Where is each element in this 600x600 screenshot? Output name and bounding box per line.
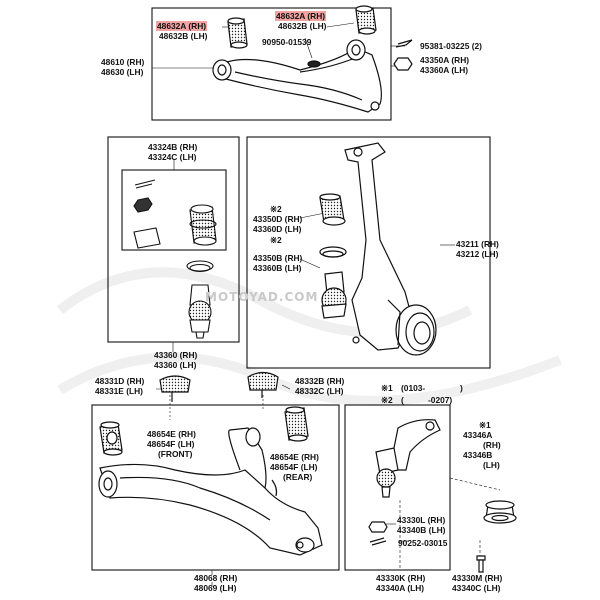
knuckle-label-rh: 43211 (RH) [456, 239, 499, 249]
lower-balljoint-box [344, 404, 451, 571]
upper-arm-box [151, 7, 392, 121]
knuckle-box [246, 136, 491, 369]
kit-label-lh: 43324C (LH) [148, 152, 197, 162]
note2-open: ( [401, 395, 404, 405]
note2-close: -0207) [428, 395, 453, 405]
upper-boot-label-rh: 43350D (RH) [253, 214, 303, 224]
note2-mark: ※2 [381, 395, 393, 405]
upper-bushing-left-label-lh: 48632B (LH) [159, 31, 208, 41]
boot-note-mark: ※1 [479, 420, 491, 430]
upper-bushing-left-label-rh: 48632A (RH) [156, 21, 208, 31]
upper-arm-label-lh: 48630 (LH) [101, 67, 144, 77]
lower-balljoint-label-rh: 43330K (RH) [376, 573, 426, 583]
rear-bushing-label-lh: 48654F (LH) [270, 462, 318, 472]
bumper-right-label-rh: 48332B (RH) [295, 376, 345, 386]
kit-label-rh: 43324B (RH) [148, 142, 198, 152]
upper-nut-label-lh: 43360A (LH) [420, 65, 469, 75]
upper-bushing-right-label-lh: 48632B (LH) [278, 21, 327, 31]
front-bushing-label-lh: 48654F (LH) [147, 439, 195, 449]
lower-pin-label: 90252-03015 [398, 538, 448, 548]
note1-mark: ※1 [381, 383, 393, 393]
knuckle-label-lh: 43212 (LH) [456, 249, 499, 259]
note1-close: ) [460, 383, 463, 393]
front-bushing-label-rh: 48654E (RH) [147, 429, 196, 439]
lower-balljoint-label-lh: 43340A (LH) [376, 583, 425, 593]
lower-boot-note: ※2 [270, 235, 282, 245]
note1-open: (0103- [401, 383, 426, 393]
lower-boot-label-lh: 43360B (LH) [253, 263, 302, 273]
upper-balljoint-label-rh: 43360 (RH) [154, 350, 198, 360]
upper-nut-label-rh: 43350A (RH) [420, 55, 470, 65]
upper-bushing-right-label-rh: 48632A (RH) [275, 11, 327, 21]
lower-nut-label-lh: 43340B (LH) [397, 525, 446, 535]
boot-label-rh: 43346A [463, 430, 493, 440]
balljoint-kit-box [107, 136, 240, 343]
boot-label-lh-side: (LH) [483, 460, 500, 470]
bumper-left-label-lh: 48331E (LH) [95, 386, 143, 396]
boot-label-rh-side: (RH) [483, 440, 501, 450]
rear-bushing-label-rh: 48654E (RH) [270, 452, 319, 462]
lower-arm-label-rh: 48068 (RH) [194, 573, 238, 583]
cotter-pin-label: 95381-03225 (2) [420, 41, 482, 51]
bolt-label-rh: 43330M (RH) [452, 573, 503, 583]
bolt-label-lh: 43340C (LH) [452, 583, 501, 593]
lower-arm-label-lh: 48069 (LH) [194, 583, 237, 593]
upper-balljoint-label-lh: 43360 (LH) [154, 360, 197, 370]
lower-nut-label-rh: 43330L (RH) [397, 515, 446, 525]
plug-label: 90950-01539 [262, 37, 312, 47]
upper-boot-label-lh: 43360D (LH) [253, 224, 302, 234]
watermark-text: MOTOYAD.COM [205, 290, 319, 304]
front-bushing-position: (FRONT) [158, 449, 193, 459]
upper-boot-note: ※2 [270, 204, 282, 214]
boot-label-lh: 43346B [463, 450, 493, 460]
upper-arm-label-rh: 48610 (RH) [101, 57, 145, 67]
bumper-left-label-rh: 48331D (RH) [95, 376, 145, 386]
rear-bushing-position: (REAR) [283, 472, 313, 482]
lower-arm-box [91, 404, 340, 571]
bumper-right-label-lh: 48332C (LH) [295, 386, 344, 396]
lower-boot-label-rh: 43350B (RH) [253, 253, 303, 263]
